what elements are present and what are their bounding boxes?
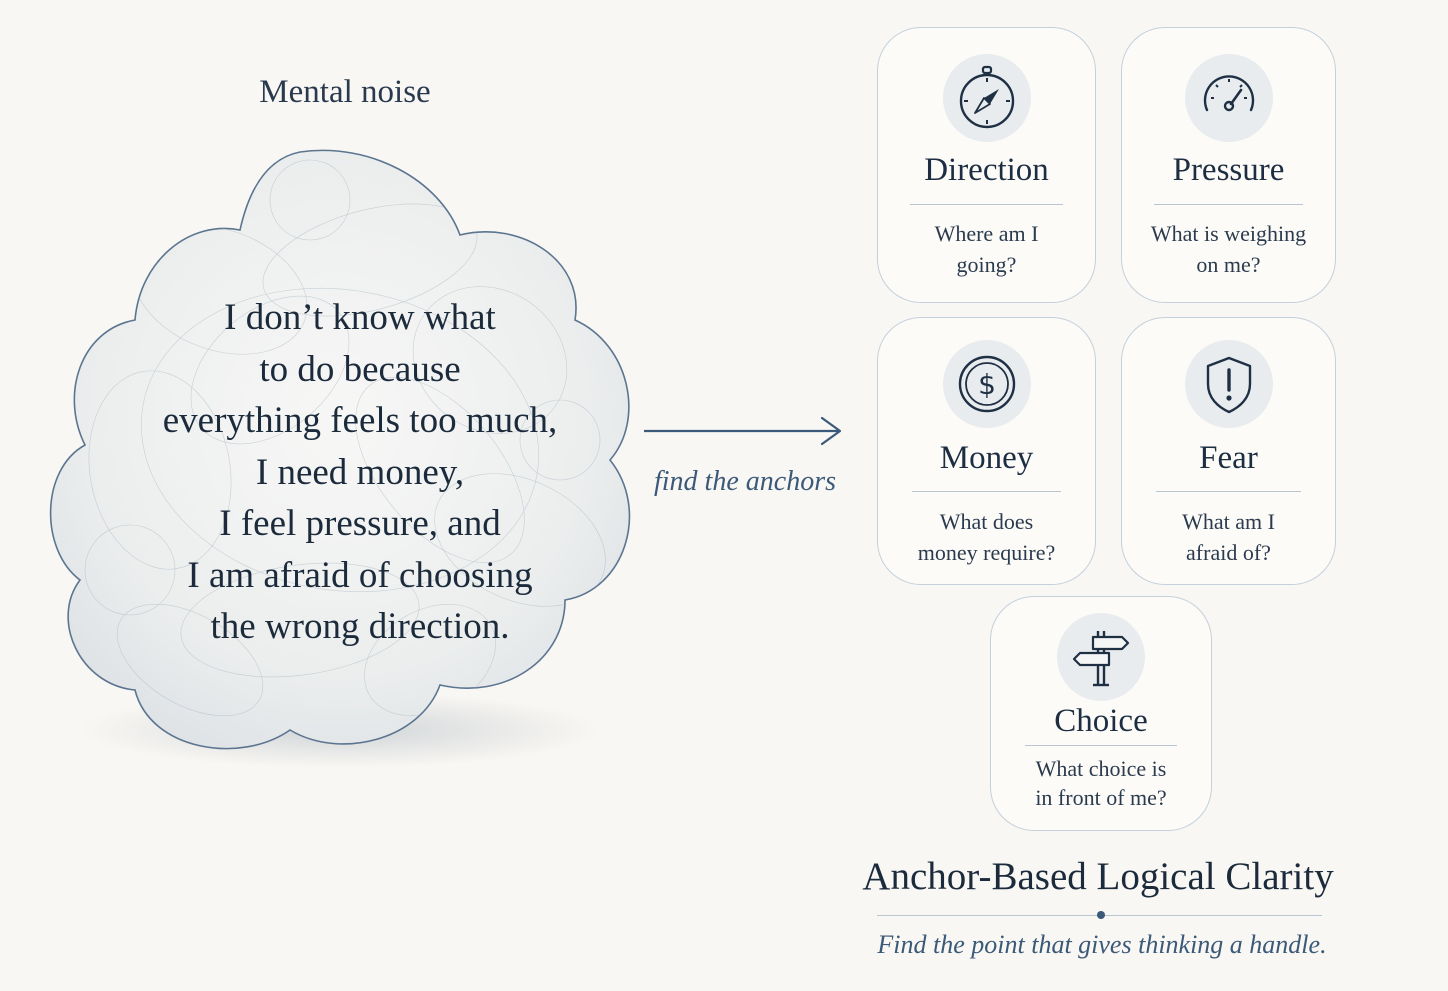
cloud-line: I am afraid of choosing [187, 554, 533, 596]
anchor-question-line: Where am I [934, 221, 1039, 246]
anchor-title: Choice [1054, 703, 1148, 739]
anchor-card-direction: Direction Where am I going? [877, 27, 1096, 303]
anchor-question-line: in front of me? [1035, 785, 1167, 810]
compass-badge [942, 54, 1031, 142]
anchor-question: What am I afraid of? [1122, 506, 1335, 568]
cloud-line: I don’t know what [224, 297, 496, 338]
anchor-divider [1025, 745, 1177, 746]
anchor-divider [1154, 204, 1303, 205]
right-arrow-icon [644, 416, 842, 446]
anchor-question-line: What is weighing [1150, 221, 1307, 246]
cloud-shape [49, 149, 631, 750]
anchor-card-money: $ Money What does money require? [877, 317, 1096, 585]
anchor-question: Where am I going? [878, 218, 1095, 280]
coin-badge: $ [942, 340, 1031, 428]
dollar-coin-icon: $ [958, 355, 1015, 413]
cloud-line: I feel pressure, and [219, 503, 501, 544]
noise-cloud [49, 149, 631, 768]
gauge-badge [1184, 54, 1273, 142]
footer-divider-dot [1097, 911, 1105, 919]
cloud-line: everything feels too much, [162, 400, 558, 441]
signpost-icon [1072, 631, 1130, 687]
anchor-question: What choice is in front of me? [991, 754, 1211, 812]
anchor-question-line: money require? [917, 540, 1056, 565]
cloud-line: the wrong direction. [210, 606, 510, 647]
anchor-question-line: going? [956, 252, 1017, 277]
footer-subtitle: Find the point that gives thinking a han… [877, 930, 1327, 959]
cloud-title: Mental noise [259, 74, 431, 110]
anchor-question: What does money require? [878, 506, 1095, 568]
anchor-question-line: on me? [1196, 252, 1261, 277]
anchor-question-line: afraid of? [1186, 540, 1271, 565]
anchor-card-choice: Choice What choice is in front of me? [990, 596, 1212, 831]
cloud-line: I need money, [255, 451, 465, 493]
anchor-question-line: What choice is [1035, 756, 1167, 781]
anchor-title: Money [939, 440, 1034, 476]
anchor-card-fear: Fear What am I afraid of? [1121, 317, 1336, 585]
anchor-card-pressure: Pressure What is weighing on me? [1121, 27, 1336, 303]
anchor-question-line: What does [939, 509, 1034, 534]
anchor-question: What is weighing on me? [1122, 218, 1335, 280]
anchor-divider [1156, 491, 1301, 492]
anchor-title: Fear [1199, 440, 1258, 476]
anchor-divider [912, 491, 1061, 492]
gauge-icon [1203, 75, 1254, 112]
shield-exclamation-icon [1206, 356, 1251, 414]
anchor-divider [910, 204, 1063, 205]
anchor-title: Direction [924, 152, 1049, 188]
cloud-text: I don’t know what to do because everythi… [135, 292, 585, 653]
signpost-badge [1057, 613, 1145, 701]
anchor-title: Pressure [1172, 152, 1285, 188]
svg-text:$: $ [978, 368, 996, 401]
arrow-label: find the anchors [654, 466, 836, 497]
cloud-line: to do because [259, 348, 461, 390]
footer-title: Anchor-Based Logical Clarity [862, 855, 1334, 898]
shield-badge [1184, 340, 1273, 428]
anchor-question-line: What am I [1182, 509, 1275, 534]
compass-icon [959, 65, 1014, 129]
